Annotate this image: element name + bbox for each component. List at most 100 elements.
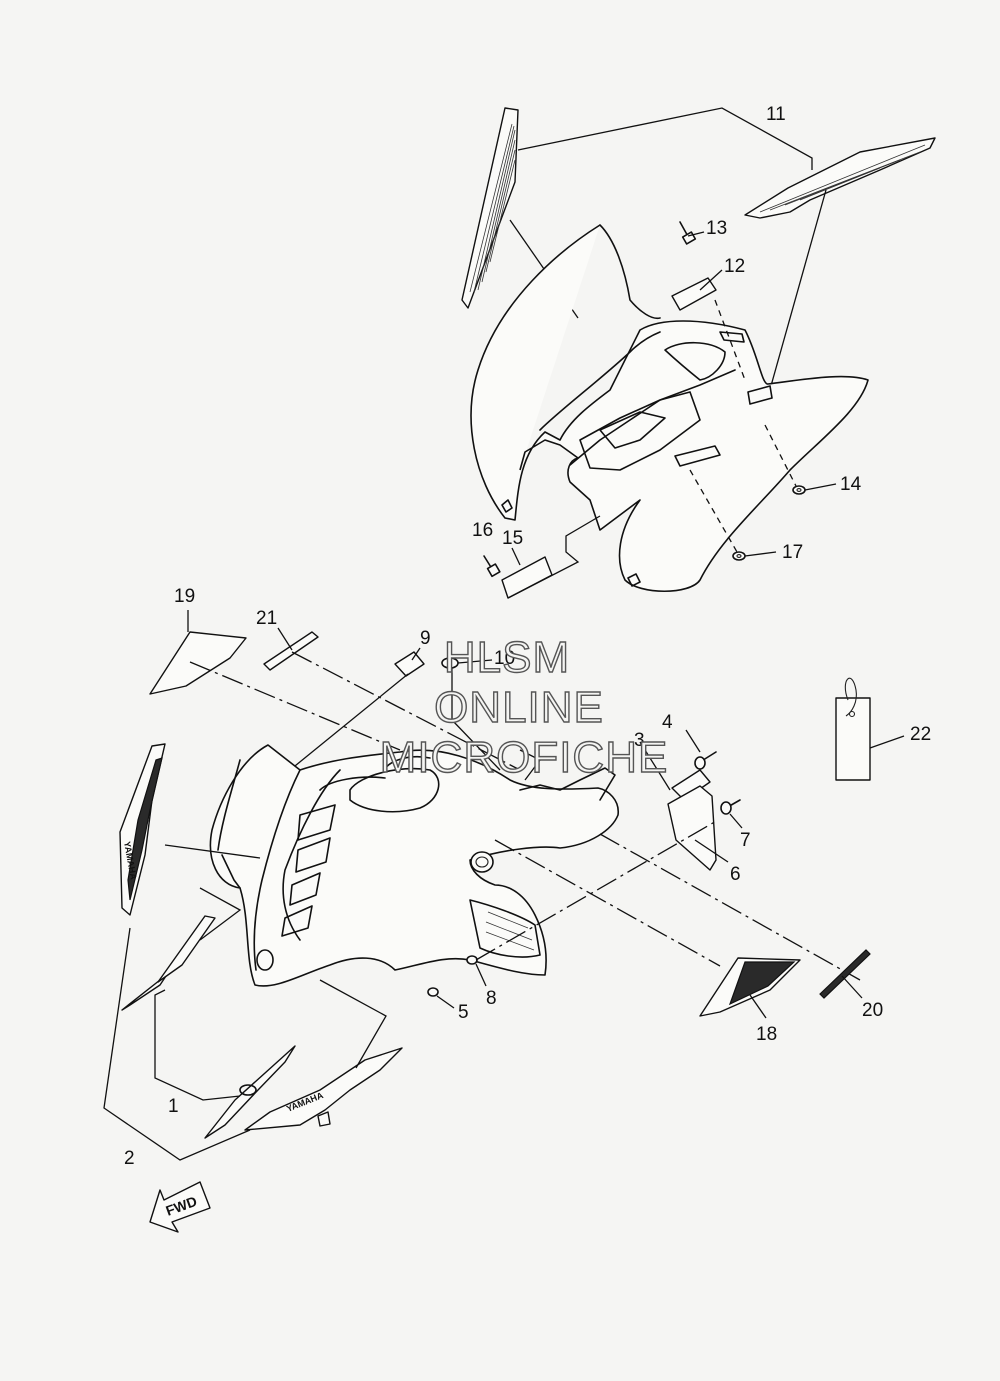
- plate-15: [501, 556, 553, 599]
- callout-5: 5: [458, 1002, 469, 1023]
- vent-1: [297, 804, 336, 841]
- side-decal-left-lower: [121, 915, 216, 1011]
- bolt-13: [679, 221, 697, 245]
- leader-17-dashed: [689, 469, 738, 553]
- leader-left-bracket: [199, 887, 242, 941]
- nut-17: [732, 551, 746, 561]
- watermark: HLSM ONLINE MICROFICHE: [379, 632, 668, 782]
- front-fender-panel-line: [282, 769, 341, 941]
- caution-label-12: [671, 277, 717, 311]
- nut-8: [466, 955, 478, 965]
- rear-side-decal-left: [461, 107, 519, 309]
- leader-10: [457, 659, 493, 664]
- rear-fender-body: [470, 224, 869, 593]
- decal-9: [394, 651, 425, 677]
- seat-recess: [664, 341, 726, 381]
- front-fender-top-line: [319, 776, 386, 791]
- callout-3: 3: [634, 730, 645, 751]
- callout-4: 4: [662, 712, 673, 733]
- callout-10: 10: [494, 648, 515, 669]
- leader-20: [841, 975, 863, 999]
- fuel-cap-ring: [470, 851, 494, 873]
- leader-6: [694, 839, 729, 863]
- leader-9: [411, 647, 421, 661]
- vent-2: [295, 837, 331, 873]
- front-storage-recess: [349, 767, 440, 813]
- leader-14: [804, 483, 837, 491]
- bolt-7: [720, 799, 741, 815]
- leader-2b: [319, 979, 387, 1069]
- leader-2: [103, 927, 251, 1161]
- leader-17: [744, 551, 777, 557]
- leader-15: [507, 515, 601, 599]
- callout-2: 2: [124, 1148, 135, 1169]
- rear-side-decal-right: [744, 137, 936, 219]
- plate-3: [671, 769, 711, 801]
- callout-numbers: 1 2 3 4 5 6 7 8 9 10 11 12 13 14 15 16 1…: [124, 104, 931, 1169]
- callout-6: 6: [730, 864, 741, 885]
- storage-box-edge: [569, 369, 736, 466]
- callout-17: 17: [782, 542, 803, 563]
- callout-20: 20: [862, 1000, 883, 1021]
- bolt-4: [694, 751, 717, 770]
- decal-19: [149, 631, 247, 695]
- fuel-cap: [475, 856, 489, 868]
- decal-20: [819, 949, 871, 999]
- front-fender-right-flap: [519, 767, 616, 801]
- callout-1: 1: [168, 1096, 179, 1117]
- callout-12: 12: [724, 256, 745, 277]
- storage-box-inner: [599, 411, 666, 449]
- callout-14: 14: [840, 474, 862, 495]
- decal-small-tab: [317, 1111, 331, 1127]
- callout-22: 22: [910, 724, 931, 745]
- plate-6: [667, 785, 717, 871]
- rear-fender-assembly: [461, 107, 936, 599]
- decal-21: [263, 631, 319, 671]
- leader-3: [639, 741, 671, 791]
- fender-inner-edge: [539, 331, 661, 431]
- leader-15b: [511, 547, 521, 566]
- leader-22: [869, 735, 905, 749]
- nut-14: [792, 485, 806, 495]
- leader-20-dashed: [599, 833, 861, 981]
- decal-18: [699, 957, 801, 1017]
- leader-18-dashed: [494, 839, 721, 967]
- leader-5: [436, 995, 455, 1009]
- callout-8: 8: [486, 988, 497, 1009]
- leader-10c: [451, 719, 501, 771]
- callout-19: 19: [174, 586, 195, 607]
- bolt-16: [483, 555, 501, 578]
- leader-7: [729, 813, 743, 829]
- front-fender-inner-contour: [253, 769, 301, 971]
- leader-3-bracket: [519, 749, 541, 781]
- leader-14-dashed: [764, 424, 797, 487]
- leader-13: [687, 231, 705, 237]
- watermark-line-1: HLSM: [444, 633, 570, 682]
- leader-19-dashed: [189, 661, 401, 751]
- front-fender-side-edge: [217, 759, 241, 851]
- hang-tag-22: [835, 677, 871, 781]
- leader-4: [685, 729, 701, 753]
- forward-direction-arrow: FWD: [149, 1181, 211, 1233]
- callout-21: 21: [256, 608, 277, 629]
- fender-emblem: [719, 331, 745, 343]
- fender-mount-hole: [627, 573, 641, 587]
- callout-7: 7: [740, 830, 751, 851]
- fender-mount-hole-left: [501, 499, 513, 513]
- leader-18: [749, 994, 767, 1019]
- callout-15: 15: [502, 528, 523, 549]
- watermark-line-2: ONLINE: [434, 683, 604, 732]
- callout-9: 9: [420, 628, 431, 649]
- leader-12: [699, 269, 723, 291]
- nut-5: [427, 987, 439, 997]
- headlight-hole: [256, 949, 274, 971]
- leader-8-dashed: [475, 819, 719, 961]
- vent-3: [289, 872, 321, 906]
- callout-18: 18: [756, 1024, 777, 1045]
- leader-9b: [289, 673, 409, 771]
- front-fender-body: [209, 744, 619, 987]
- front-fender-assembly: YAMAHA YAMAHA: [103, 610, 905, 1161]
- fender-reflector-slot: [674, 445, 721, 467]
